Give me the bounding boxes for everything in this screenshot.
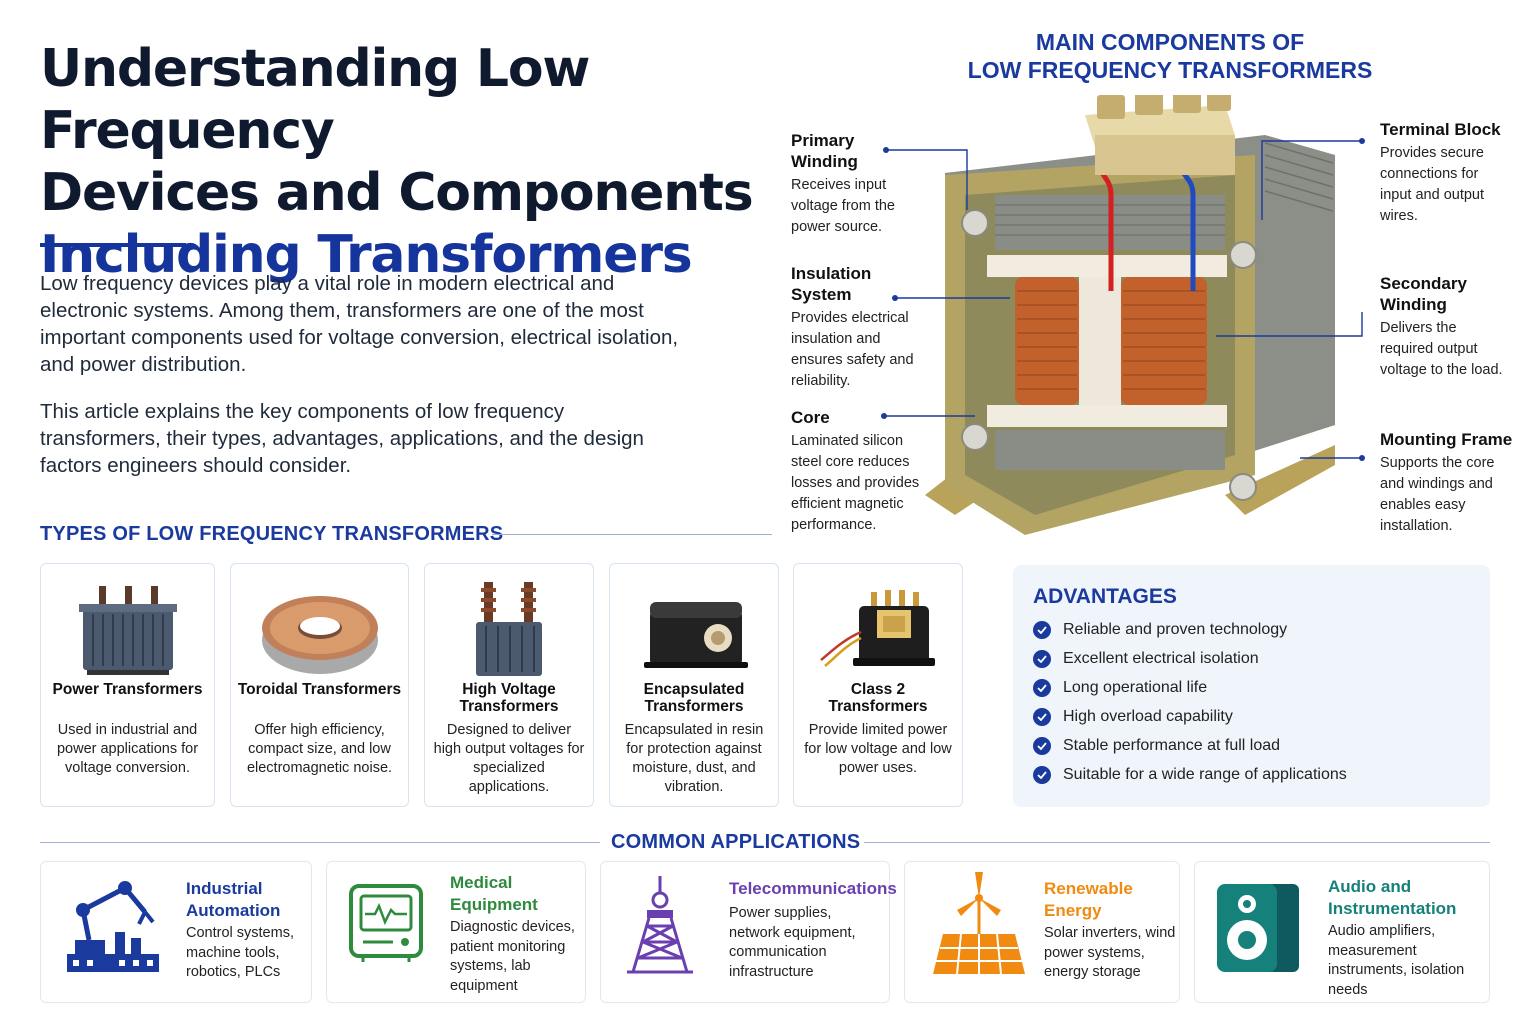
types-heading: TYPES OF LOW FREQUENCY TRANSFORMERS	[40, 523, 504, 545]
components-heading: MAIN COMPONENTS OF LOW FREQUENCY TRANSFO…	[960, 28, 1380, 84]
speaker-icon	[1213, 880, 1303, 981]
title-line-1: Understanding Low Frequency	[40, 39, 590, 161]
check-icon	[1033, 766, 1051, 784]
callout-title: Insulation System	[791, 264, 872, 304]
advantage-label: Stable performance at full load	[1063, 737, 1281, 754]
callout-title: Primary Winding	[791, 131, 858, 171]
components-heading-line-2: LOW FREQUENCY TRANSFORMERS	[967, 57, 1373, 83]
application-title: Medical Equipment	[450, 873, 538, 914]
callout-desc: Receives input voltage from the power so…	[791, 177, 895, 235]
app-card-renewable[interactable]: Renewable Energy Solar inverters, wind p…	[904, 861, 1180, 1003]
application-title: Telecommunications	[729, 879, 897, 898]
callout-title: Mounting Frame	[1380, 430, 1513, 449]
callout-title: Terminal Block	[1380, 120, 1501, 139]
callout-desc: Provides secure connections for input an…	[1380, 145, 1485, 224]
advantage-label: High overload capability	[1063, 708, 1233, 725]
application-title: Industrial Automation	[186, 879, 281, 920]
advantage-label: Long operational life	[1063, 679, 1208, 696]
intro-text: Low frequency devices play a vital role …	[40, 270, 690, 479]
page-title: Understanding Low Frequency Devices and …	[40, 38, 820, 286]
callout-insulation-system: Insulation System Provides electrical in…	[791, 263, 921, 392]
application-title: Audio and Instrumentation	[1328, 877, 1457, 918]
type-name: Toroidal Transformers	[237, 681, 402, 698]
app-card-audio[interactable]: Audio and Instrumentation Audio amplifie…	[1194, 861, 1490, 1003]
advantage-item: Reliable and proven technology	[1033, 621, 1287, 639]
type-name: High Voltage Transformers	[459, 681, 559, 715]
intro-paragraph-1: Low frequency devices play a vital role …	[40, 272, 679, 376]
callout-secondary-winding: Secondary Winding Delivers the required …	[1380, 273, 1510, 381]
app-card-industrial[interactable]: Industrial Automation Control systems, m…	[40, 861, 312, 1003]
type-card-encapsulated[interactable]: Encapsulated Transformers Encapsulated i…	[609, 563, 779, 807]
type-desc: Encapsulated in resin for protection aga…	[624, 722, 764, 795]
callout-desc: Laminated silicon steel core reduces los…	[791, 433, 920, 533]
advantage-item: Excellent electrical isolation	[1033, 650, 1259, 668]
type-desc: Designed to deliver high output voltages…	[433, 722, 585, 795]
heart-monitor-icon	[349, 884, 423, 969]
check-icon	[1033, 708, 1051, 726]
type-card-class2[interactable]: Class 2 Transformers Provide limited pow…	[793, 563, 963, 807]
type-card-power[interactable]: Power Transformers Used in industrial an…	[40, 563, 215, 807]
advantage-label: Excellent electrical isolation	[1063, 650, 1259, 667]
type-name: Power Transformers	[52, 681, 203, 698]
application-desc: Power supplies, network equipment, commu…	[729, 905, 856, 980]
callout-desc: Supports the core and windings and enabl…	[1380, 455, 1495, 534]
type-card-toroidal[interactable]: Toroidal Transformers Offer high efficie…	[230, 563, 409, 807]
application-desc: Control systems, machine tools, robotics…	[186, 925, 294, 980]
applications-rule-right	[864, 842, 1490, 843]
type-name: Class 2 Transformers	[828, 681, 928, 715]
advantages-panel: ADVANTAGES Reliable and proven technolog…	[1013, 565, 1490, 807]
advantage-item: Long operational life	[1033, 679, 1207, 697]
callout-terminal-block: Terminal Block Provides secure connectio…	[1380, 119, 1510, 227]
callout-desc: Provides electrical insulation and ensur…	[791, 310, 914, 389]
title-line-2: Devices and Components	[40, 163, 754, 223]
type-desc: Offer high efficiency, compact size, and…	[246, 722, 393, 776]
intro-paragraph-2: This article explains the key components…	[40, 400, 644, 477]
check-icon	[1033, 621, 1051, 639]
application-desc: Solar inverters, wind power systems, ene…	[1044, 925, 1176, 980]
advantage-item: Suitable for a wide range of application…	[1033, 766, 1347, 784]
title-underline	[40, 243, 186, 247]
solar-wind-icon	[919, 870, 1029, 985]
types-heading-rule	[492, 534, 772, 535]
callout-core: Core Laminated silicon steel core reduce…	[791, 407, 921, 536]
advantage-label: Reliable and proven technology	[1063, 621, 1288, 638]
title-accent-line: Including Transformers	[40, 225, 693, 285]
type-card-high-voltage[interactable]: High Voltage Transformers Designed to de…	[424, 563, 594, 807]
callout-title: Core	[791, 408, 830, 427]
toroidal-transformer-icon	[231, 574, 408, 686]
type-name: Encapsulated Transformers	[643, 681, 745, 715]
app-card-medical[interactable]: Medical Equipment Diagnostic devices, pa…	[326, 861, 586, 1003]
applications-rule-left	[40, 842, 600, 843]
components-heading-line-1: MAIN COMPONENTS OF	[1035, 29, 1305, 55]
advantage-item: Stable performance at full load	[1033, 737, 1280, 755]
type-desc: Provide limited power for low voltage an…	[804, 722, 952, 776]
check-icon	[1033, 737, 1051, 755]
application-desc: Diagnostic devices, patient monitoring s…	[450, 919, 575, 994]
callout-desc: Delivers the required output voltage to …	[1380, 320, 1503, 378]
type-desc: Used in industrial and power application…	[56, 722, 199, 776]
class2-transformer-icon	[794, 574, 962, 686]
callout-title: Secondary Winding	[1380, 274, 1467, 314]
callout-primary-winding: Primary Winding Receives input voltage f…	[791, 130, 921, 238]
antenna-tower-icon	[623, 872, 697, 981]
application-desc: Audio amplifiers, measurement instrument…	[1328, 923, 1465, 998]
advantage-label: Suitable for a wide range of application…	[1063, 766, 1347, 783]
encapsulated-transformer-icon	[610, 574, 778, 686]
robot-arm-icon	[63, 872, 163, 981]
check-icon	[1033, 679, 1051, 697]
callout-mounting-frame: Mounting Frame Supports the core and win…	[1380, 429, 1515, 537]
transformer-illustration	[925, 87, 1355, 555]
advantage-item: High overload capability	[1033, 708, 1233, 726]
high-voltage-transformer-icon	[425, 574, 593, 686]
check-icon	[1033, 650, 1051, 668]
app-card-telecommunications[interactable]: Telecommunications Power supplies, netwo…	[600, 861, 897, 1003]
advantages-heading: ADVANTAGES	[1033, 585, 1177, 608]
applications-heading: COMMON APPLICATIONS	[611, 831, 861, 853]
power-transformer-icon	[41, 574, 214, 686]
application-title: Renewable Energy	[1044, 879, 1133, 920]
